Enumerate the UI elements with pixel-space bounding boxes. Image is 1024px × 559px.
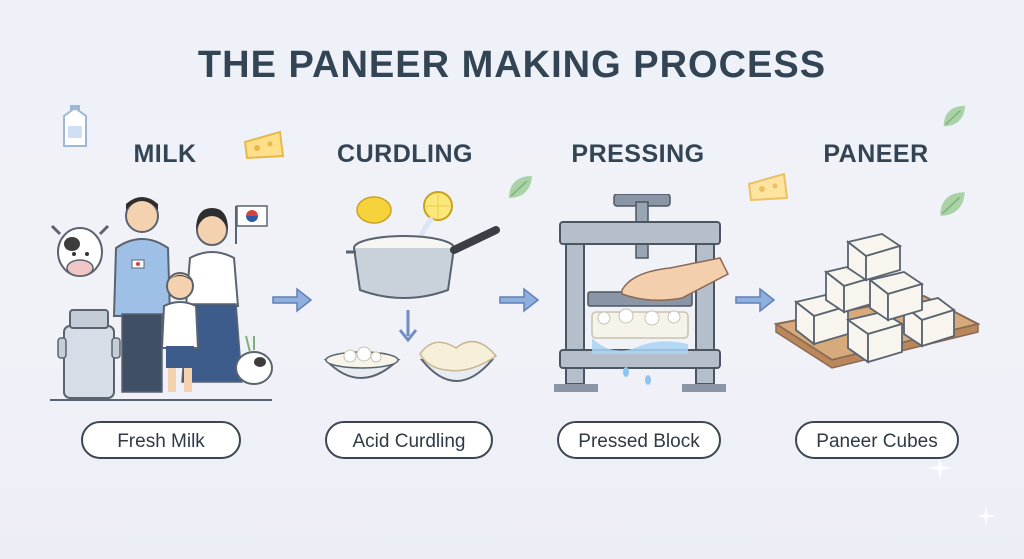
milk-can-icon	[57, 309, 121, 399]
step-label-acid-curdling: Acid Curdling	[325, 421, 493, 459]
curd-block-icon	[591, 308, 689, 339]
step-label-fresh-milk: Fresh Milk	[81, 421, 241, 459]
leaf-icon	[940, 192, 965, 216]
milk-carton-icon	[63, 105, 87, 147]
page-title: THE PANEER MAKING PROCESS	[197, 44, 827, 86]
paneer-cubes-illustration	[774, 233, 980, 369]
cow-icon	[50, 224, 110, 277]
sparkle-icon	[976, 506, 996, 526]
cheese-press-illustration	[554, 194, 730, 392]
korean-flag-icon	[235, 205, 268, 244]
step-heading-milk: MILK	[133, 140, 197, 168]
sparkle-icon	[928, 456, 952, 480]
child-figure	[160, 272, 200, 392]
leaf-icon	[943, 105, 966, 127]
paneer-cube-icon	[793, 233, 956, 364]
cheese-icon	[747, 172, 789, 202]
cheese-icon	[243, 130, 285, 160]
lemon-half-icon	[423, 191, 453, 221]
step-label-paneer-cubes: Paneer Cubes	[795, 421, 959, 459]
step-heading-paneer: PANEER	[823, 140, 929, 168]
step-heading-curdling: CURDLING	[337, 140, 473, 168]
calf-icon	[235, 335, 273, 385]
arrow-right-icon	[499, 287, 540, 313]
father-figure	[112, 197, 172, 393]
whey-drip-icon	[592, 338, 688, 385]
step-heading-pressing: PRESSING	[571, 140, 705, 168]
curds-bowl-icon	[323, 346, 401, 379]
arrow-right-icon	[272, 287, 313, 313]
lemon-icon	[356, 196, 392, 224]
hand-icon	[621, 257, 730, 301]
family-cow-milk-illustration	[50, 197, 273, 401]
curdling-illustration	[323, 191, 500, 382]
press-frame-icon	[554, 194, 726, 392]
cheesecloth-strainer-icon	[419, 340, 498, 382]
saucepan-icon	[346, 226, 500, 299]
leaf-icon	[509, 176, 532, 198]
arrow-right-icon	[735, 287, 776, 313]
step-label-pressed-block: Pressed Block	[557, 421, 721, 459]
